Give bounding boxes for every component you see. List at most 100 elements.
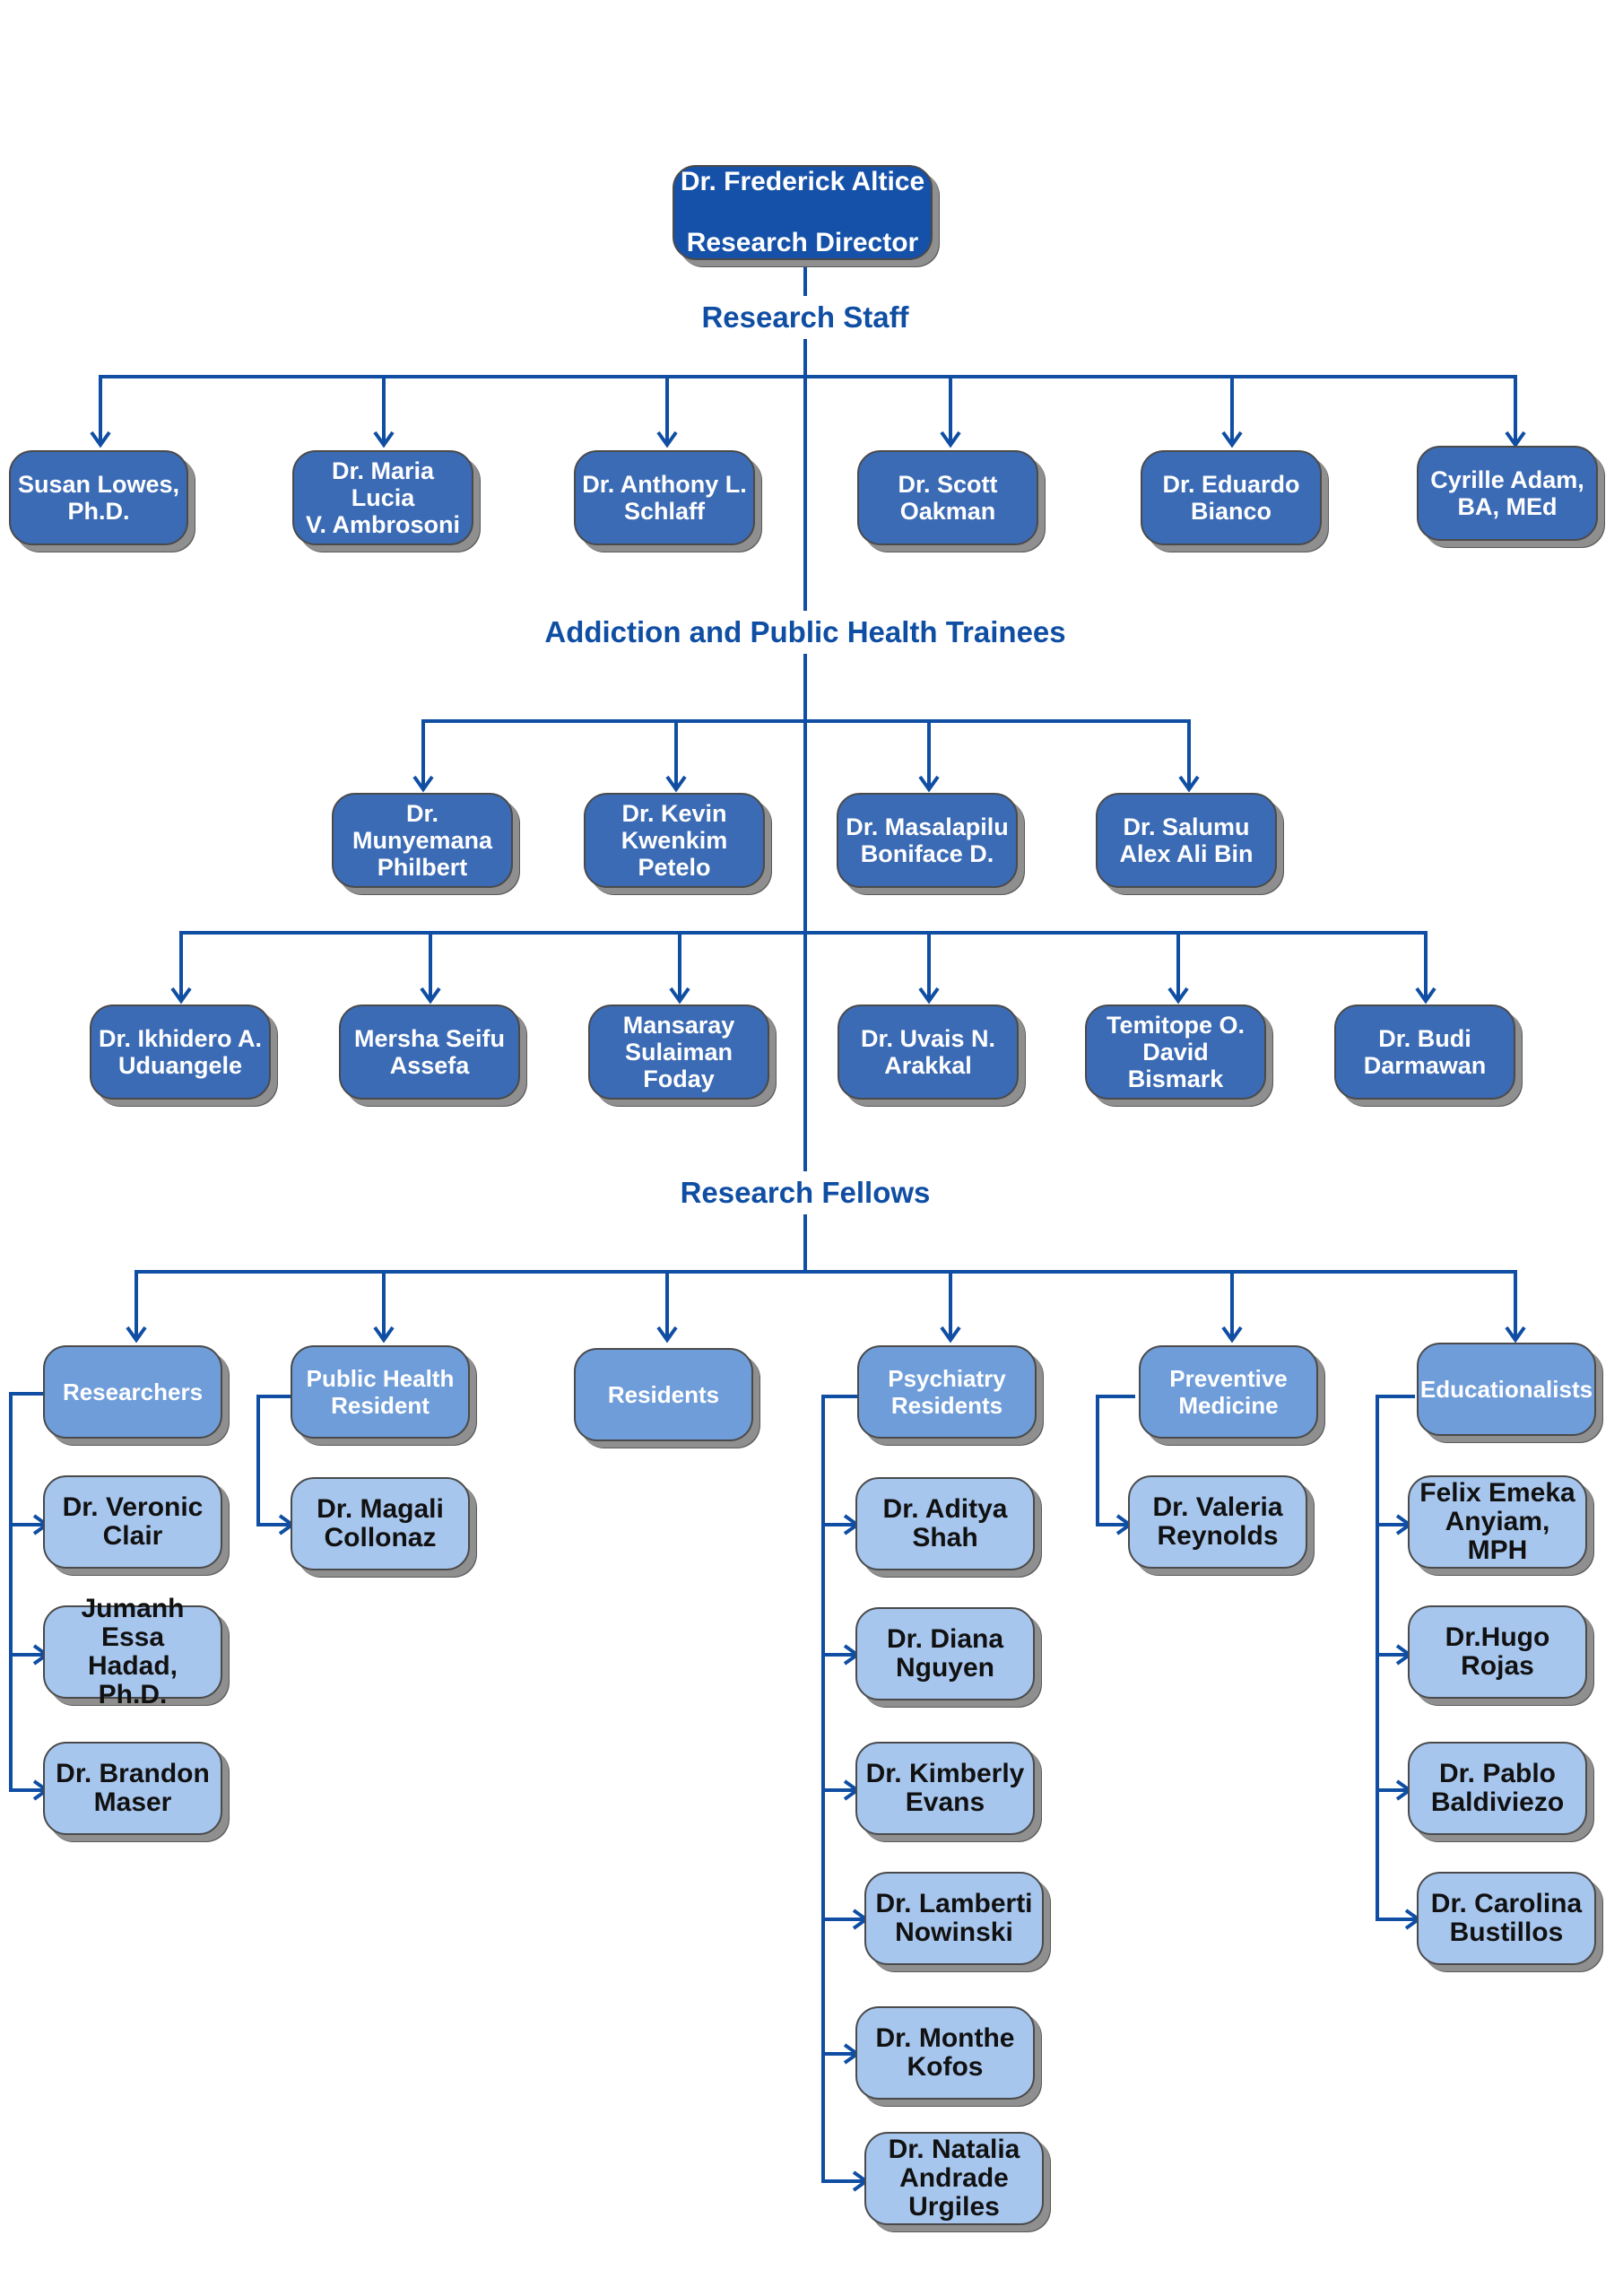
fellow-group-residents: Residents	[574, 1348, 753, 1441]
staff-name: Dr. Scott Oakman	[898, 471, 998, 525]
staff-box: Susan Lowes, Ph.D.	[9, 450, 188, 545]
fellow-member-box: Dr. Natalia Andrade Urgiles	[864, 2132, 1044, 2225]
arrow-down-icon	[1167, 987, 1189, 1004]
trainee-box: Mansaray Sulaiman Foday	[588, 1004, 769, 1100]
fellow-group-public-health-resident: Public Health Resident	[291, 1345, 470, 1439]
trainee-name: Temitope O. David Bismark	[1106, 1012, 1245, 1092]
fellow-member-box: Dr. Lamberti Nowinski	[864, 1872, 1044, 1965]
section-label-research-fellows: Research Fellows	[667, 1171, 943, 1214]
staff-name: Dr. Eduardo Bianco	[1162, 471, 1300, 525]
trainee-name: Dr. Uvais N. Arakkal	[860, 1025, 996, 1079]
arrow-down-icon	[940, 430, 961, 448]
trainee-box: Mersha Seifu Assefa	[339, 1004, 520, 1100]
fellow-group-educationalists: Educationalists	[1417, 1343, 1596, 1436]
arrow-down-icon	[918, 987, 940, 1004]
group-label: Preventive Medicine	[1169, 1365, 1288, 1419]
fellow-member-name: Dr. Magali Collonaz	[317, 1494, 444, 1552]
fellow-member-box: Dr. Magali Collonaz	[291, 1477, 470, 1570]
trainee-box: Dr. Uvais N. Arakkal	[838, 1004, 1019, 1100]
trainee-name: Dr. Budi Darmawan	[1363, 1025, 1487, 1079]
fellow-group-researchers: Researchers	[43, 1345, 222, 1439]
trainee-box: Dr. Budi Darmawan	[1334, 1004, 1515, 1100]
fellow-member-name: Dr. Brandon Maser	[56, 1759, 210, 1817]
trainee-name: Dr. Salumu Alex Ali Bin	[1119, 813, 1254, 867]
staff-name: Cyrille Adam, BA, MEd	[1430, 466, 1584, 520]
arrow-down-icon	[126, 1326, 147, 1344]
arrow-down-icon	[1178, 775, 1200, 793]
director-box: Dr. Frederick Altice Research Director	[673, 165, 933, 260]
staff-name: Dr. Maria Lucia V. Ambrosoni	[305, 457, 461, 538]
fellow-member-name: Dr.Hugo Rojas	[1445, 1622, 1550, 1681]
fellow-member-name: Dr. Valeria Reynolds	[1152, 1492, 1283, 1551]
fellow-member-box: Dr. Monthe Kofos	[855, 2006, 1035, 2100]
group-label: Psychiatry Residents	[888, 1365, 1006, 1419]
fellow-member-box: Jumanh Essa Hadad, Ph.D.	[43, 1595, 222, 1709]
trainee-name: Dr. Kevin Kwenkim Petelo	[621, 800, 728, 881]
fellow-member-name: Dr. Kimberly Evans	[865, 1759, 1025, 1817]
fellow-member-box: Dr.Hugo Rojas	[1408, 1605, 1587, 1699]
fellow-member-box: Dr. Veronic Clair	[43, 1475, 222, 1569]
trainee-name: Dr. Ikhidero A. Uduangele	[98, 1025, 263, 1079]
fellow-member-name: Dr. Monthe Kofos	[875, 2023, 1015, 2082]
fellow-group-preventive-medicine: Preventive Medicine	[1139, 1345, 1318, 1439]
fellow-member-name: Jumanh Essa Hadad, Ph.D.	[81, 1594, 185, 1709]
fellow-member-name: Dr. Veronic Clair	[62, 1492, 204, 1551]
trainee-name: Dr. Masalapilu Boniface D.	[846, 813, 1009, 867]
arrow-down-icon	[1415, 987, 1436, 1004]
fellow-member-name: Dr. Pablo Baldiviezo	[1430, 1759, 1565, 1817]
section-label-trainees: Addiction and Public Health Trainees	[532, 611, 1079, 654]
arrow-down-icon	[656, 1326, 678, 1344]
staff-box: Dr. Eduardo Bianco	[1141, 450, 1322, 545]
fellow-member-name: Dr. Carolina Bustillos	[1430, 1889, 1583, 1947]
fellow-member-name: Felix Emeka Anyiam, MPH	[1419, 1478, 1575, 1565]
fellow-member-name: Dr. Diana Nguyen	[886, 1624, 1004, 1683]
fellow-member-name: Dr. Aditya Shah	[882, 1494, 1008, 1552]
group-label: Educationalists	[1419, 1376, 1593, 1403]
arrow-down-icon	[1505, 1326, 1526, 1344]
fellow-group-psychiatry-residents: Psychiatry Residents	[857, 1345, 1037, 1439]
staff-name: Susan Lowes, Ph.D.	[17, 471, 180, 525]
trainee-name: Mersha Seifu Assefa	[353, 1025, 506, 1079]
director-name: Dr. Frederick Altice	[680, 167, 925, 196]
staff-box: Dr. Maria Lucia V. Ambrosoni	[292, 450, 473, 545]
group-label: Public Health Resident	[306, 1365, 455, 1419]
trainee-name: Dr. Munyemana Philbert	[352, 800, 493, 881]
trainee-box: Dr. Masalapilu Boniface D.	[837, 793, 1018, 888]
arrow-down-icon	[918, 775, 940, 793]
fellow-member-box: Felix Emeka Anyiam, MPH	[1408, 1475, 1587, 1569]
staff-box: Dr. Scott Oakman	[857, 450, 1038, 545]
trainee-box: Dr. Salumu Alex Ali Bin	[1096, 793, 1277, 888]
trainee-name: Mansaray Sulaiman Foday	[622, 1012, 735, 1092]
trainee-box: Dr. Munyemana Philbert	[332, 793, 513, 888]
group-label: Researchers	[62, 1378, 204, 1405]
fellow-member-box: Dr. Aditya Shah	[855, 1477, 1035, 1570]
staff-box: Dr. Anthony L. Schlaff	[574, 450, 755, 545]
arrow-down-icon	[940, 1326, 961, 1344]
fellow-member-name: Dr. Lamberti Nowinski	[875, 1889, 1033, 1947]
arrow-down-icon	[665, 775, 687, 793]
arrow-down-icon	[412, 775, 434, 793]
arrow-down-icon	[656, 430, 678, 448]
fellow-member-name: Dr. Natalia Andrade Urgiles	[888, 2135, 1020, 2222]
fellow-member-box: Dr. Pablo Baldiviezo	[1408, 1742, 1587, 1835]
fellow-member-box: Dr. Brandon Maser	[43, 1742, 222, 1835]
group-label: Residents	[607, 1381, 720, 1408]
staff-name: Dr. Anthony L. Schlaff	[582, 471, 747, 525]
fellow-member-box: Dr. Diana Nguyen	[855, 1607, 1035, 1700]
section-label-research-staff: Research Staff	[689, 296, 922, 339]
trainee-box: Dr. Kevin Kwenkim Petelo	[584, 793, 765, 888]
arrow-down-icon	[373, 430, 395, 448]
fellow-member-box: Dr. Carolina Bustillos	[1417, 1872, 1596, 1965]
trainee-box: Dr. Ikhidero A. Uduangele	[90, 1004, 271, 1100]
staff-box: Cyrille Adam, BA, MEd	[1417, 446, 1598, 541]
arrow-down-icon	[1221, 430, 1243, 448]
arrow-down-icon	[420, 987, 441, 1004]
arrow-down-icon	[90, 430, 111, 448]
director-title: Research Director	[686, 228, 919, 257]
arrow-down-icon	[1505, 430, 1526, 448]
arrow-down-icon	[373, 1326, 395, 1344]
arrow-down-icon	[170, 987, 192, 1004]
arrow-down-icon	[669, 987, 690, 1004]
trainee-box: Temitope O. David Bismark	[1085, 1004, 1266, 1100]
